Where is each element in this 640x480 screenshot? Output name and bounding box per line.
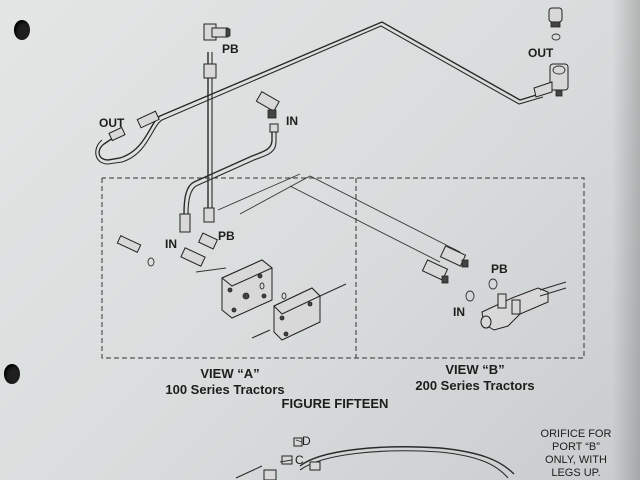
in-upper-fitting [255, 90, 280, 133]
pb-top-fitting [203, 23, 231, 79]
label-in-view-b: IN [453, 305, 465, 319]
binder-hole-bottom [4, 364, 20, 384]
out-right-fitting [533, 7, 569, 98]
figure-title: FIGURE FIFTEEN [281, 396, 389, 411]
view-b-subtitle: 200 Series Tractors [415, 378, 535, 393]
note-line-3: ONLY, WITH [545, 454, 607, 466]
orifice-note: ORIFICE FOR PORT “B” ONLY, WITH LEGS UP. [526, 428, 626, 480]
pb-line [207, 52, 213, 212]
leader-lines [195, 173, 461, 273]
binder-hole-top [14, 20, 30, 40]
label-pb-view-a: PB [218, 229, 235, 243]
note-line-2: PORT “B” [552, 441, 600, 453]
view-b-title: VIEW “B” [445, 362, 505, 377]
callout-d: D [302, 434, 311, 448]
label-pb-top: PB [222, 42, 239, 56]
view-a-fittings [116, 207, 219, 267]
view-a-subtitle: 100 Series Tractors [165, 382, 285, 397]
label-in-view-a: IN [165, 237, 177, 251]
label-out-right: OUT [528, 46, 554, 60]
out-left-fitting [108, 110, 160, 142]
note-line-4: LEGS UP. [551, 467, 601, 479]
label-pb-view-b: PB [491, 262, 508, 276]
view-b-parts [421, 245, 567, 331]
view-a-valve-block [221, 259, 347, 341]
bottom-partial-diagram [235, 437, 515, 480]
in-line [183, 128, 277, 215]
label-out-left: OUT [99, 116, 125, 130]
view-a-title: VIEW “A” [200, 366, 260, 381]
view-boundaries [101, 177, 585, 359]
label-in-upper: IN [286, 114, 298, 128]
callout-c: C [295, 453, 304, 467]
return-line [95, 21, 547, 165]
note-line-1: ORIFICE FOR [540, 428, 612, 440]
